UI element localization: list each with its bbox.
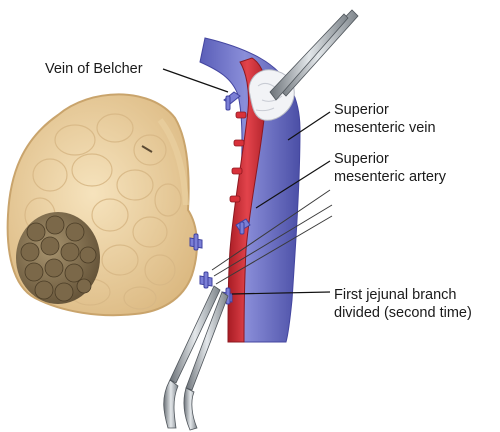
clip-mid — [235, 218, 251, 235]
label-smv-line-1: Superior — [334, 102, 389, 118]
leader-lines — [162, 68, 331, 295]
label-sma-line-1: Superior — [334, 151, 389, 167]
scissors-icon — [163, 189, 333, 431]
label-jejunal-line-1: First jejunal branch — [334, 287, 457, 303]
leader-jejunal — [231, 291, 331, 295]
leader-belcher — [162, 68, 229, 93]
clip-belcher — [223, 91, 241, 111]
label-vein-of-belcher: Vein of Belcher — [45, 60, 143, 78]
label-sma-line-2: mesenteric artery — [334, 169, 447, 185]
clip-pancreas — [189, 233, 203, 251]
label-superior-mesenteric-artery: Superior mesenteric artery — [334, 150, 446, 186]
right-angle-clamp-icon — [269, 9, 359, 101]
leader-smv — [287, 111, 331, 141]
label-smv-line-2: mesenteric vein — [334, 120, 436, 136]
label-first-jejunal-branch: First jejunal branch divided (second tim… — [334, 286, 472, 322]
label-vein-of-belcher-text: Vein of Belcher — [45, 61, 143, 77]
clip-jejunal-1 — [199, 271, 213, 289]
leader-sma — [255, 160, 331, 209]
label-jejunal-line-2: divided (second time) — [334, 305, 472, 321]
label-superior-mesenteric-vein: Superior mesenteric vein — [334, 101, 436, 137]
tumor — [16, 212, 100, 304]
